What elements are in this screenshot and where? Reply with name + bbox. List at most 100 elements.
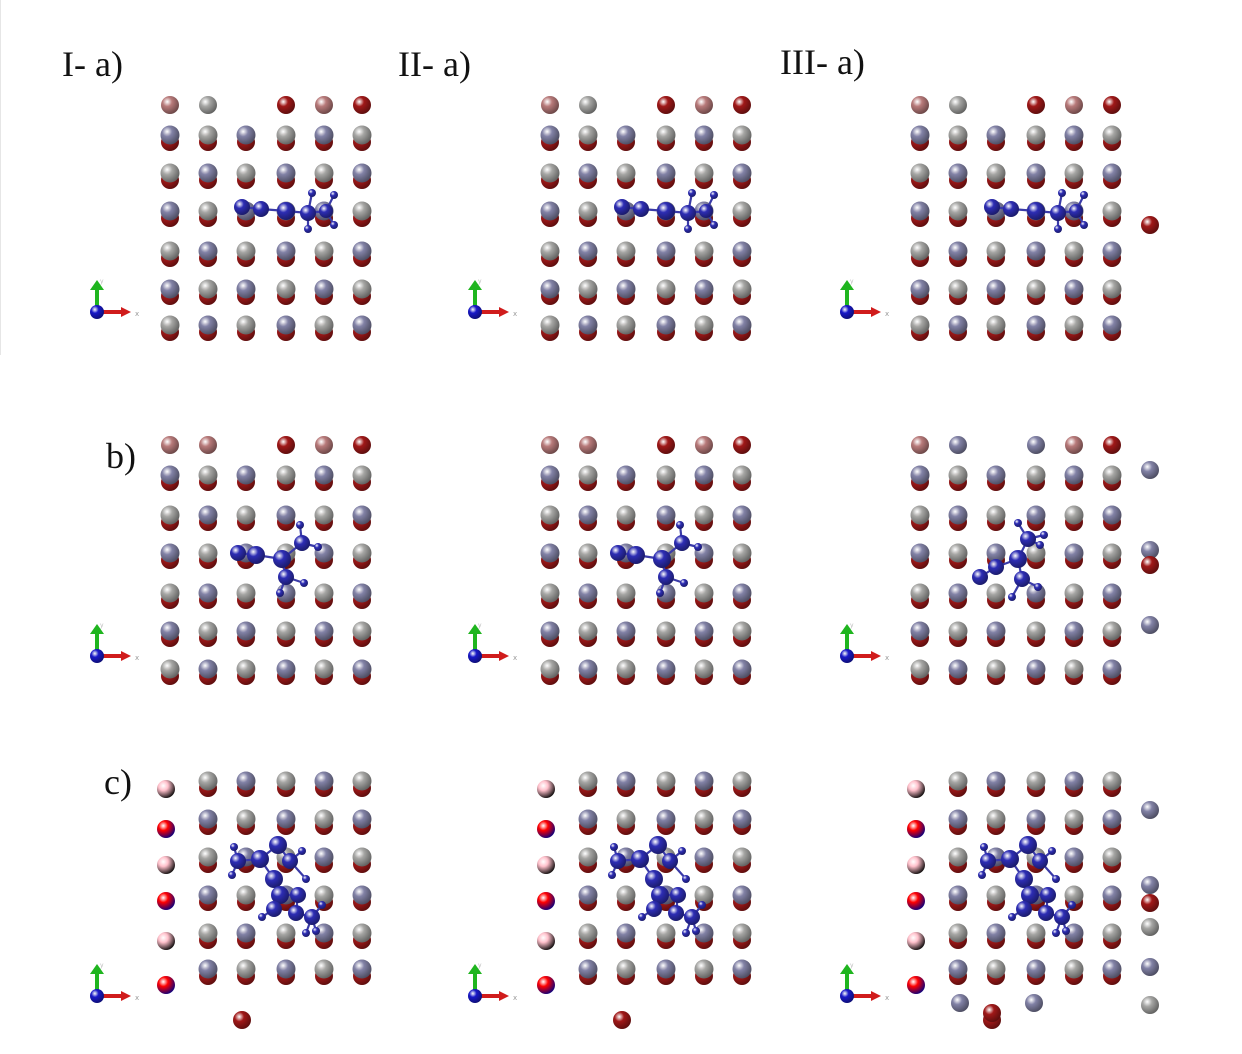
atom-front bbox=[732, 847, 752, 867]
atom-front bbox=[276, 923, 296, 943]
molecule-atom-heavy bbox=[266, 901, 282, 917]
atom-front bbox=[616, 505, 636, 525]
atom-front bbox=[276, 279, 296, 299]
atom-front bbox=[160, 315, 180, 335]
axis-triad-II-b: xy bbox=[468, 622, 517, 663]
atom-front bbox=[948, 583, 968, 603]
atom-top bbox=[1103, 96, 1121, 114]
atom-front bbox=[276, 505, 296, 525]
atom-front bbox=[986, 315, 1006, 335]
x-axis-glyph: x bbox=[513, 310, 517, 318]
atom-front bbox=[540, 621, 560, 641]
atom-front bbox=[1102, 923, 1122, 943]
atom-front bbox=[540, 125, 560, 145]
atom-front bbox=[314, 583, 334, 603]
atom-side bbox=[951, 994, 969, 1012]
atom-front bbox=[948, 959, 968, 979]
atom-front bbox=[1064, 163, 1084, 183]
atom-bottom bbox=[613, 1011, 631, 1029]
axis-triad-I-c: xy bbox=[90, 962, 139, 1003]
adsorbed-molecule bbox=[984, 189, 1088, 233]
atom-front bbox=[578, 465, 598, 485]
x-axis-glyph: x bbox=[885, 654, 889, 662]
x-axis-arrowhead bbox=[499, 651, 509, 661]
atom-top bbox=[277, 436, 295, 454]
molecule-atom-heavy bbox=[988, 559, 1004, 575]
z-axis-ball bbox=[840, 305, 854, 319]
x-axis-arrowhead bbox=[499, 991, 509, 1001]
molecule-atom-hydrogen bbox=[682, 875, 690, 883]
molecule-atom-heavy bbox=[651, 886, 669, 904]
atom-front bbox=[160, 201, 180, 221]
panel-II-a bbox=[540, 96, 752, 341]
z-axis-ball bbox=[90, 305, 104, 319]
atom-front bbox=[910, 163, 930, 183]
atom-front bbox=[910, 583, 930, 603]
atom-front bbox=[732, 315, 752, 335]
atom-front bbox=[236, 279, 256, 299]
atom-front bbox=[314, 315, 334, 335]
atom-front bbox=[540, 163, 560, 183]
molecule-atom-heavy bbox=[230, 853, 246, 869]
atom-front bbox=[910, 315, 930, 335]
panel-III-c bbox=[907, 771, 1159, 1029]
atom-front bbox=[656, 771, 676, 791]
molecule-atom-hydrogen bbox=[682, 929, 690, 937]
atom-front bbox=[732, 465, 752, 485]
atom-top bbox=[1027, 436, 1045, 454]
molecule-atom-heavy bbox=[657, 202, 675, 220]
adsorbed-molecule bbox=[234, 189, 338, 233]
adsorbed-molecule bbox=[228, 836, 326, 937]
atom-front bbox=[656, 621, 676, 641]
atom-front bbox=[314, 241, 334, 261]
z-axis-ball bbox=[468, 989, 482, 1003]
atom-front bbox=[578, 505, 598, 525]
molecule-atom-hydrogen bbox=[1008, 593, 1016, 601]
axis-triad-III-b: xy bbox=[840, 622, 889, 663]
panel-I-a bbox=[160, 96, 372, 341]
atom-front bbox=[540, 315, 560, 335]
atom-front bbox=[948, 241, 968, 261]
z-axis-ball bbox=[468, 649, 482, 663]
atom-front bbox=[236, 659, 256, 679]
atom-front bbox=[910, 201, 930, 221]
atom-front bbox=[948, 505, 968, 525]
atom-front bbox=[732, 923, 752, 943]
panel-I-c bbox=[157, 771, 372, 1029]
atom-front bbox=[198, 847, 218, 867]
atom-front bbox=[1026, 241, 1046, 261]
atom-front bbox=[352, 279, 372, 299]
molecule-atom-heavy bbox=[1021, 886, 1039, 904]
atom-side bbox=[1141, 996, 1159, 1014]
atom-front bbox=[656, 659, 676, 679]
molecule-atom-hydrogen bbox=[1058, 189, 1066, 197]
atom-side bbox=[1141, 801, 1159, 819]
molecule-atom-hydrogen bbox=[694, 543, 702, 551]
atom-front bbox=[540, 583, 560, 603]
atom-front bbox=[578, 959, 598, 979]
atom-top bbox=[315, 436, 333, 454]
atom-front bbox=[986, 241, 1006, 261]
molecule-atom-heavy bbox=[304, 909, 320, 925]
molecule-atom-hydrogen bbox=[684, 225, 692, 233]
x-axis-glyph: x bbox=[135, 994, 139, 1002]
molecule-atom-heavy bbox=[653, 550, 671, 568]
atom-front bbox=[986, 583, 1006, 603]
atom-front bbox=[986, 505, 1006, 525]
atom-edge bbox=[907, 976, 925, 994]
atom-top bbox=[579, 436, 597, 454]
atom-edge bbox=[537, 976, 555, 994]
atom-front bbox=[732, 543, 752, 563]
molecule-atom-heavy bbox=[273, 550, 291, 568]
atom-front bbox=[236, 315, 256, 335]
atom-front bbox=[1026, 465, 1046, 485]
molecule-atom-heavy bbox=[1016, 901, 1032, 917]
molecule-atom-hydrogen bbox=[314, 543, 322, 551]
atom-front bbox=[986, 621, 1006, 641]
atom-front bbox=[198, 465, 218, 485]
atom-edge bbox=[537, 892, 555, 910]
atom-front bbox=[1064, 543, 1084, 563]
atom-front bbox=[986, 279, 1006, 299]
y-axis-arrowhead bbox=[840, 964, 854, 974]
atom-front bbox=[1102, 125, 1122, 145]
